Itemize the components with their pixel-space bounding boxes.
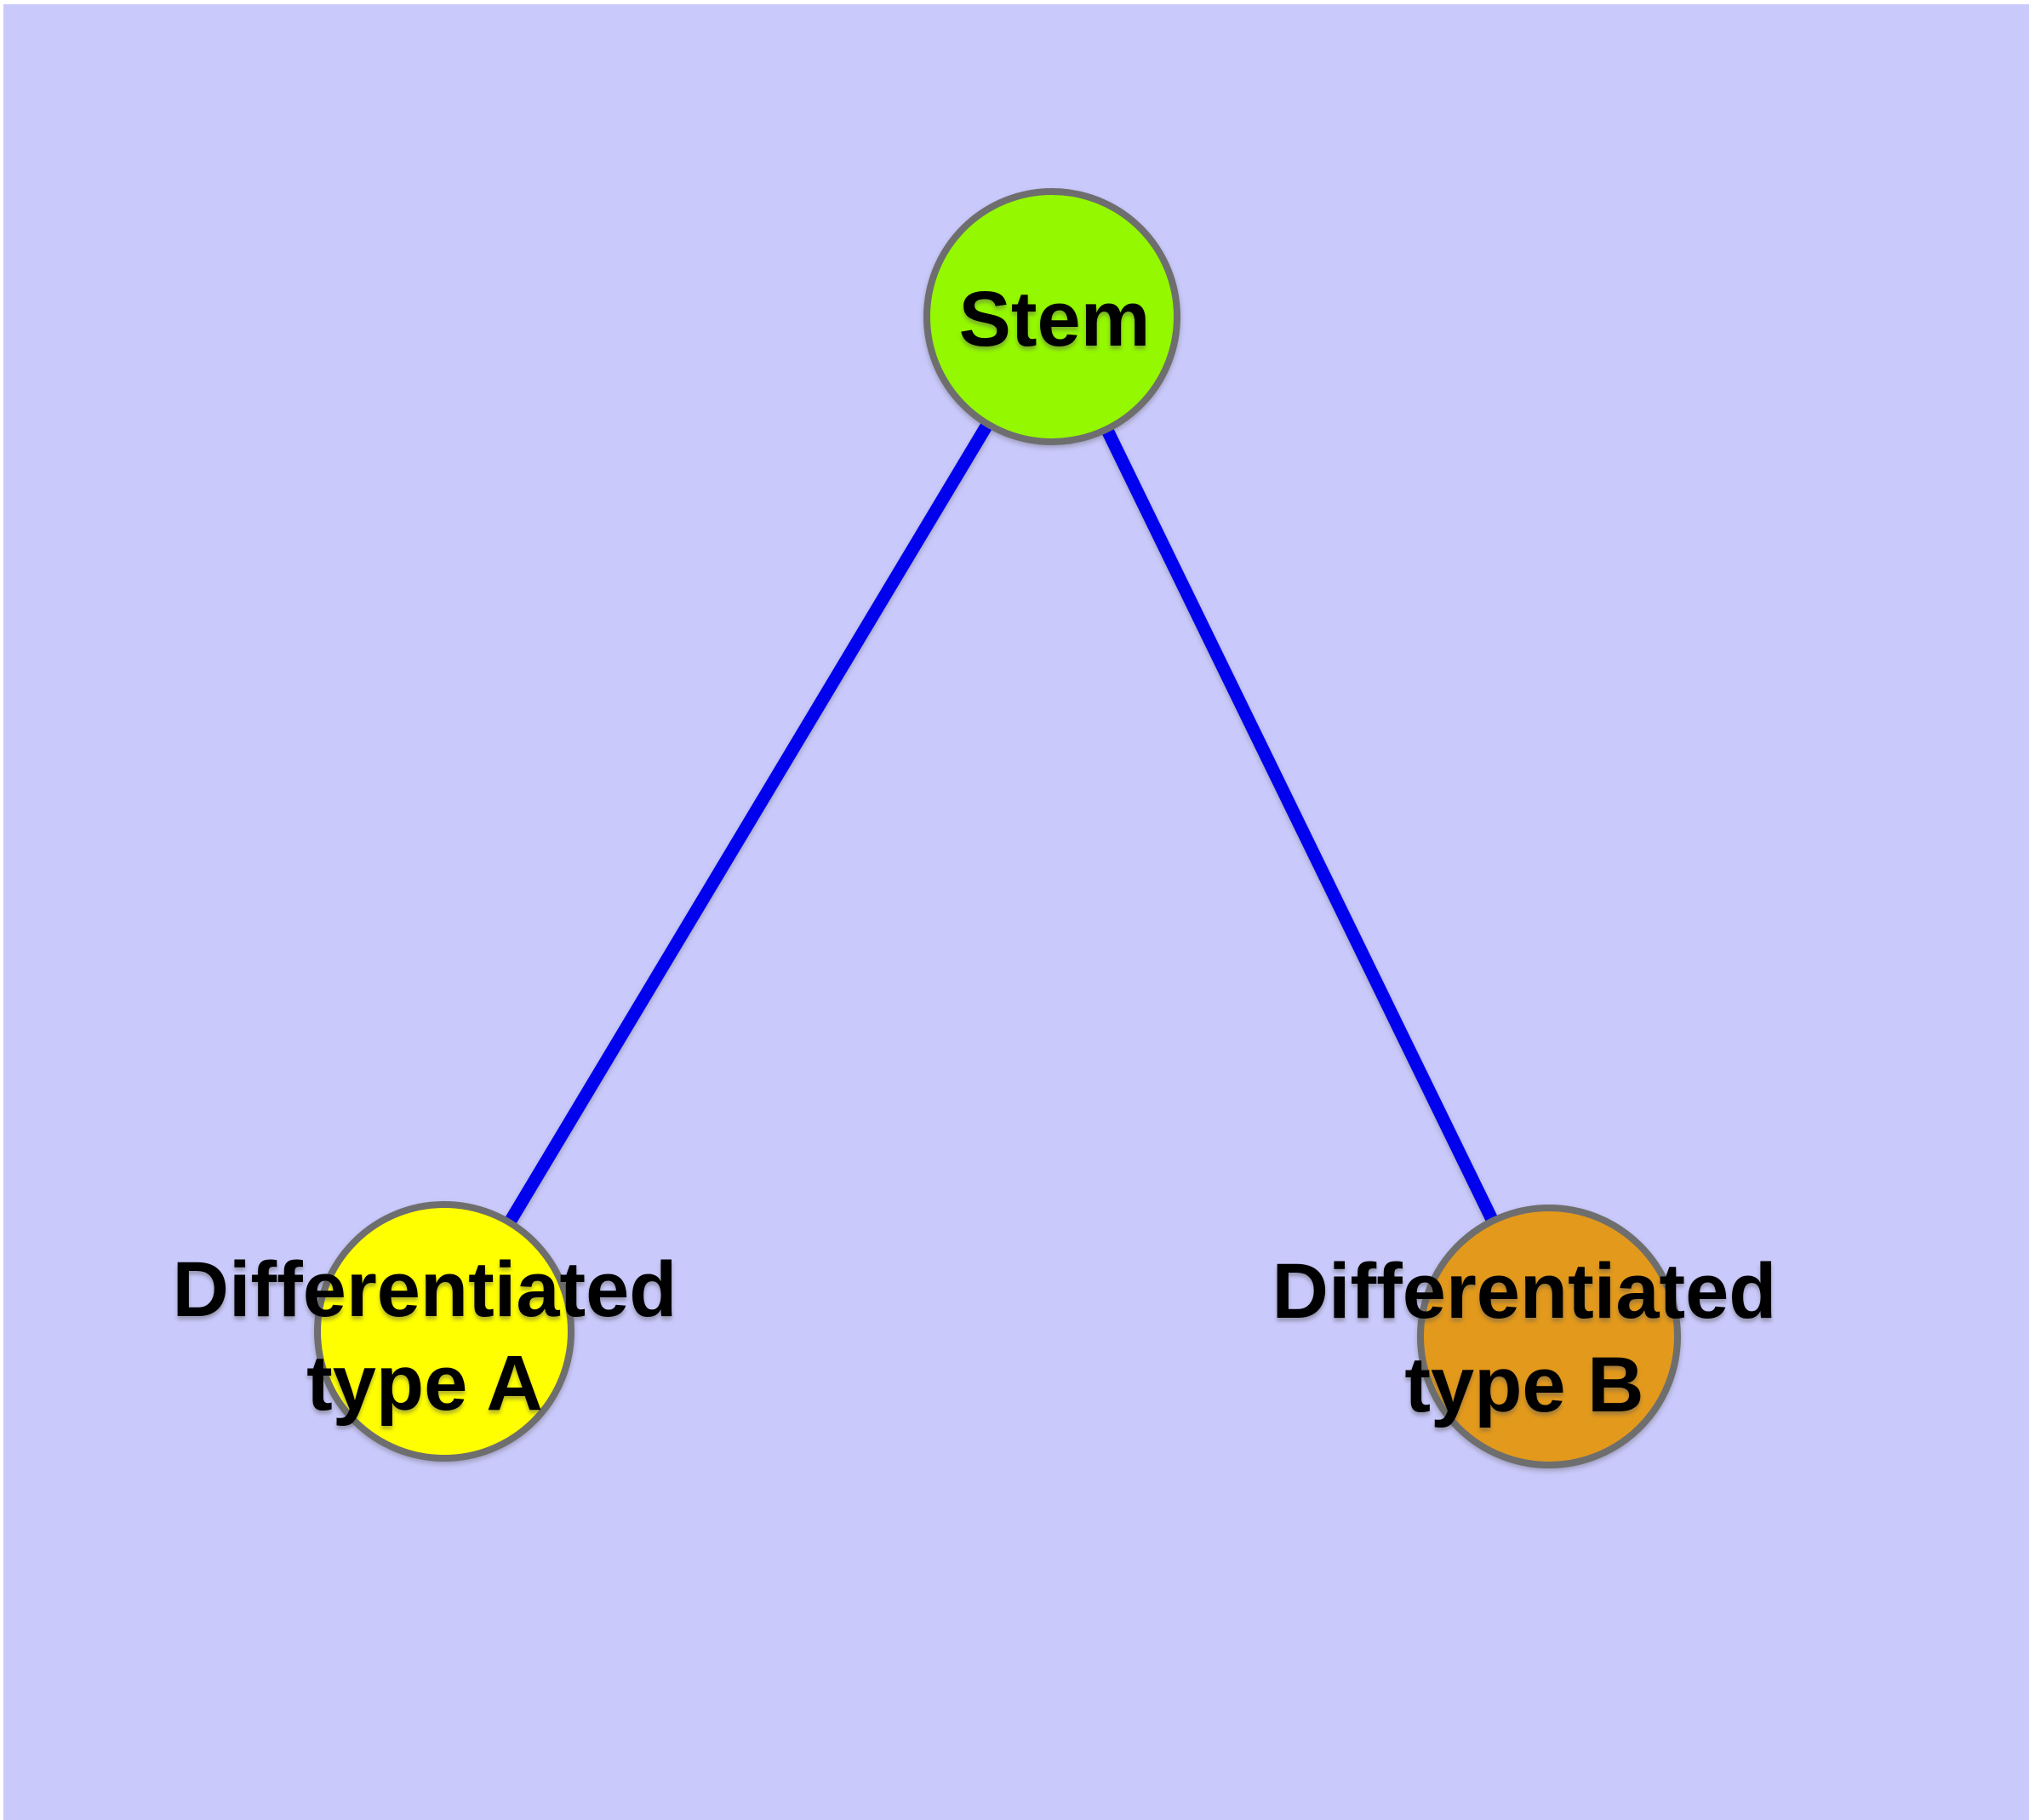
- node-circle-differentiated-type-b: [1417, 1205, 1681, 1468]
- node-circle-stem: [923, 188, 1180, 445]
- edge-stem-to-type-b: [1046, 313, 1555, 1340]
- graph-shapes: [314, 188, 1681, 1468]
- edge-stem-to-type-a: [438, 313, 1058, 1335]
- node-circle-differentiated-type-a: [314, 1201, 574, 1462]
